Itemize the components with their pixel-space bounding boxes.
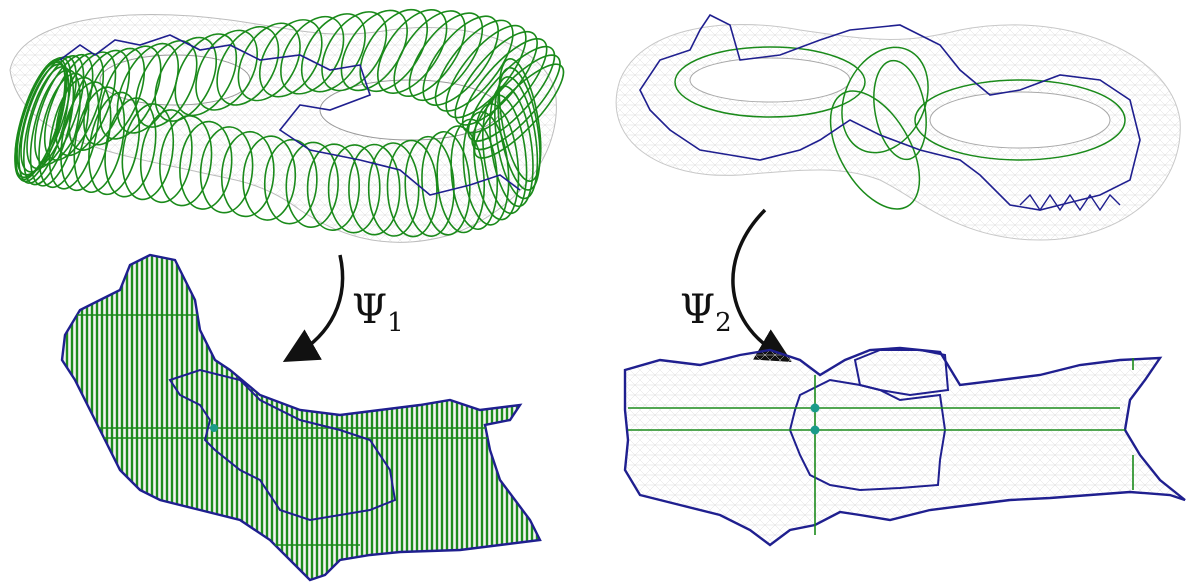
flat-right-cuts xyxy=(628,358,1134,535)
flat-right-marker-2 xyxy=(810,425,820,435)
torus-left-cut-loop xyxy=(393,10,466,98)
torus-left-cut-loop xyxy=(421,130,471,236)
torus-left-cut-loop xyxy=(135,39,198,128)
torus-left-boundary xyxy=(59,34,521,196)
torus-left-cut-loop xyxy=(154,36,218,122)
torus-left-cut-loop xyxy=(408,12,484,102)
torus-left-cut-loop xyxy=(498,58,542,182)
torus-right xyxy=(615,13,1181,241)
torus-left-cut-loop xyxy=(422,15,499,106)
torus-right-hole-1 xyxy=(689,57,851,103)
torus-left-cut-loop xyxy=(220,130,275,218)
torus-left-cut-loop xyxy=(348,143,401,236)
torus-left-cut-loop xyxy=(436,125,486,234)
torus-right-sawtooth xyxy=(1019,193,1121,212)
torus-left-cut-loop xyxy=(467,45,556,142)
torus-left-cut-loop xyxy=(139,109,193,204)
torus-left-cut-loop xyxy=(404,135,455,237)
flat-left xyxy=(60,253,542,582)
flat-right-region xyxy=(623,346,1186,547)
psi1-symbol: Ψ xyxy=(352,287,387,333)
torus-left-cut-loop xyxy=(321,11,388,92)
torus-left xyxy=(9,8,565,243)
flat-right-marker-1 xyxy=(810,403,820,413)
torus-left-cut-loop xyxy=(285,141,339,228)
torus-left-cut-loop xyxy=(434,19,514,112)
torus-left-cut-loops xyxy=(14,8,565,238)
torus-left-cut-loop xyxy=(258,19,323,98)
torus-left-cut-loop xyxy=(376,8,448,95)
flat-left-inner-boundary xyxy=(168,368,397,522)
torus-left-cut-loop xyxy=(88,91,141,196)
torus-left-cut-loop xyxy=(327,144,381,234)
torus-left-cut-loop xyxy=(445,24,527,119)
torus-left-cut-loop xyxy=(386,139,438,238)
torus-left-cut-loop xyxy=(461,38,548,134)
torus-left-cut-loop xyxy=(462,111,510,226)
torus-left-cut-loop xyxy=(494,76,539,200)
torus-left-cut-loop xyxy=(48,76,100,190)
torus-left-cut-loop xyxy=(174,33,238,117)
arrow-psi1 xyxy=(282,254,345,362)
torus-left-cut-loop xyxy=(263,138,318,225)
torus-left-cut-loop xyxy=(454,30,538,126)
torus-left-cut-loop xyxy=(216,26,280,106)
svg-text:Ψ1: Ψ1 xyxy=(352,287,404,338)
torus-left-cut-loop xyxy=(199,126,254,214)
torus-left-cut-loop xyxy=(195,29,259,111)
torus-left-cut-loop xyxy=(18,63,70,184)
torus-right-boundary xyxy=(639,13,1141,211)
psi1-subscript: 1 xyxy=(387,308,404,338)
torus-left-cut-loop xyxy=(473,63,565,159)
flat-left-marker xyxy=(210,424,218,432)
torus-left-cut-loop xyxy=(367,142,420,237)
flat-right-inner-boundary-2 xyxy=(853,349,950,397)
torus-left-cut-loop xyxy=(306,143,361,231)
torus-left-cut-loop xyxy=(242,135,297,221)
torus-left-cut-loop xyxy=(237,22,301,102)
torus-right-cut-loops xyxy=(674,46,1126,210)
torus-left-cut-loop xyxy=(179,120,233,210)
arrow-psi2 xyxy=(731,208,793,363)
flat-left-region xyxy=(60,253,542,582)
torus-left-cut-loop xyxy=(450,118,499,231)
psi2-symbol: Ψ xyxy=(680,287,715,333)
psi2-subscript: 2 xyxy=(715,308,732,338)
flat-right xyxy=(623,346,1186,547)
torus-right-hole-2 xyxy=(929,91,1111,149)
torus-left-cut-loop xyxy=(300,13,366,93)
svg-text:Ψ2: Ψ2 xyxy=(680,287,732,338)
